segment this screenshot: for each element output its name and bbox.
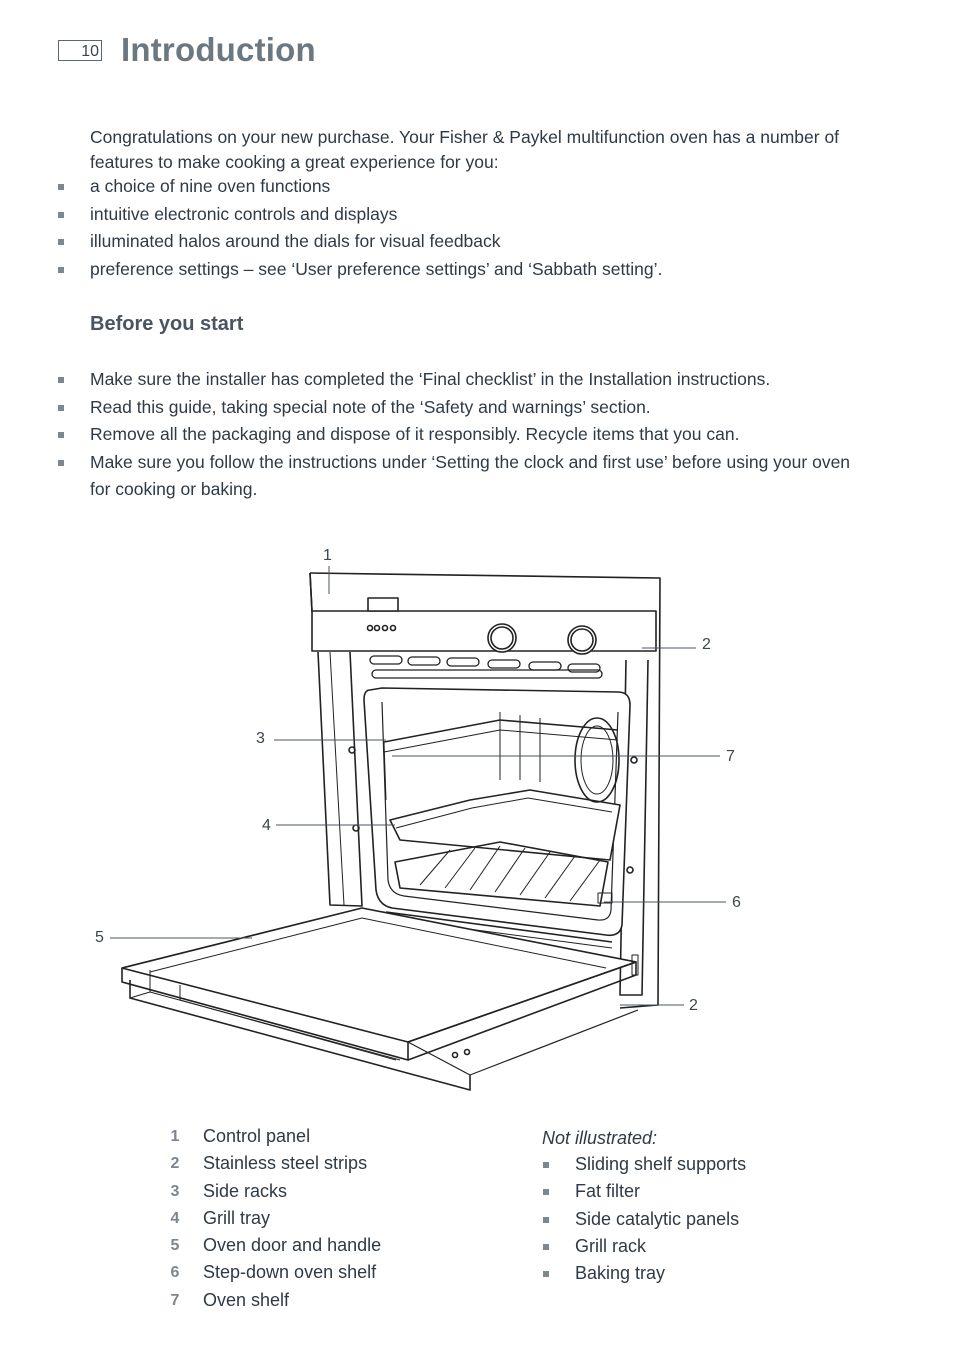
list-item: a choice of nine oven functions <box>0 173 900 201</box>
list-item: Fat filter <box>542 1178 746 1205</box>
page-title: Introduction <box>121 31 316 68</box>
feature-list: a choice of nine oven functions intuitiv… <box>0 173 900 283</box>
bullet-icon <box>543 1162 549 1168</box>
oven-diagram <box>110 566 726 1091</box>
not-illustrated-heading: Not illustrated: <box>542 1128 658 1148</box>
list-item: preference settings – see ‘User preferen… <box>0 256 900 284</box>
page-number: 10 <box>58 40 102 61</box>
list-item: Sliding shelf supports <box>542 1151 746 1178</box>
callout-label: 5 <box>95 929 104 946</box>
list-item: Remove all the packaging and dispose of … <box>0 421 900 449</box>
list-item: intuitive electronic controls and displa… <box>0 201 900 229</box>
section-heading: Before you start <box>90 313 244 335</box>
bullet-icon <box>543 1189 549 1196</box>
list-item: Side catalytic panels <box>542 1206 746 1233</box>
bullet-icon <box>58 459 64 466</box>
bullet-icon <box>58 404 64 411</box>
list-item: Make sure you follow the instructions un… <box>0 449 870 504</box>
callout-label: 6 <box>732 894 741 911</box>
callout-label: 4 <box>262 817 271 834</box>
list-item: Read this guide, taking special note of … <box>0 394 900 422</box>
list-item: Baking tray <box>542 1260 746 1287</box>
callout-label: 1 <box>323 547 332 564</box>
bullet-icon <box>543 1271 549 1278</box>
bullet-icon <box>543 1216 549 1223</box>
list-item: illuminated halos around the dials for v… <box>0 228 900 256</box>
callout-label: 3 <box>256 730 265 747</box>
bullet-icon <box>58 377 64 383</box>
callout-label: 2 <box>689 997 698 1014</box>
callout-label: 7 <box>726 748 735 765</box>
list-item: Grill rack <box>542 1233 746 1260</box>
callout-label: 2 <box>702 636 711 653</box>
before-start-list: Make sure the installer has completed th… <box>0 366 900 504</box>
bullet-icon <box>58 211 64 218</box>
bullet-icon <box>58 239 64 245</box>
bullet-icon <box>58 432 64 438</box>
intro-paragraph: Congratulations on your new purchase. Yo… <box>90 127 840 172</box>
list-item: Make sure the installer has completed th… <box>0 366 900 394</box>
bullet-icon <box>58 266 64 273</box>
bullet-icon <box>543 1243 549 1250</box>
bullet-icon <box>58 184 64 190</box>
not-illustrated-list: Not illustrated: Sliding shelf supports … <box>542 1128 746 1287</box>
